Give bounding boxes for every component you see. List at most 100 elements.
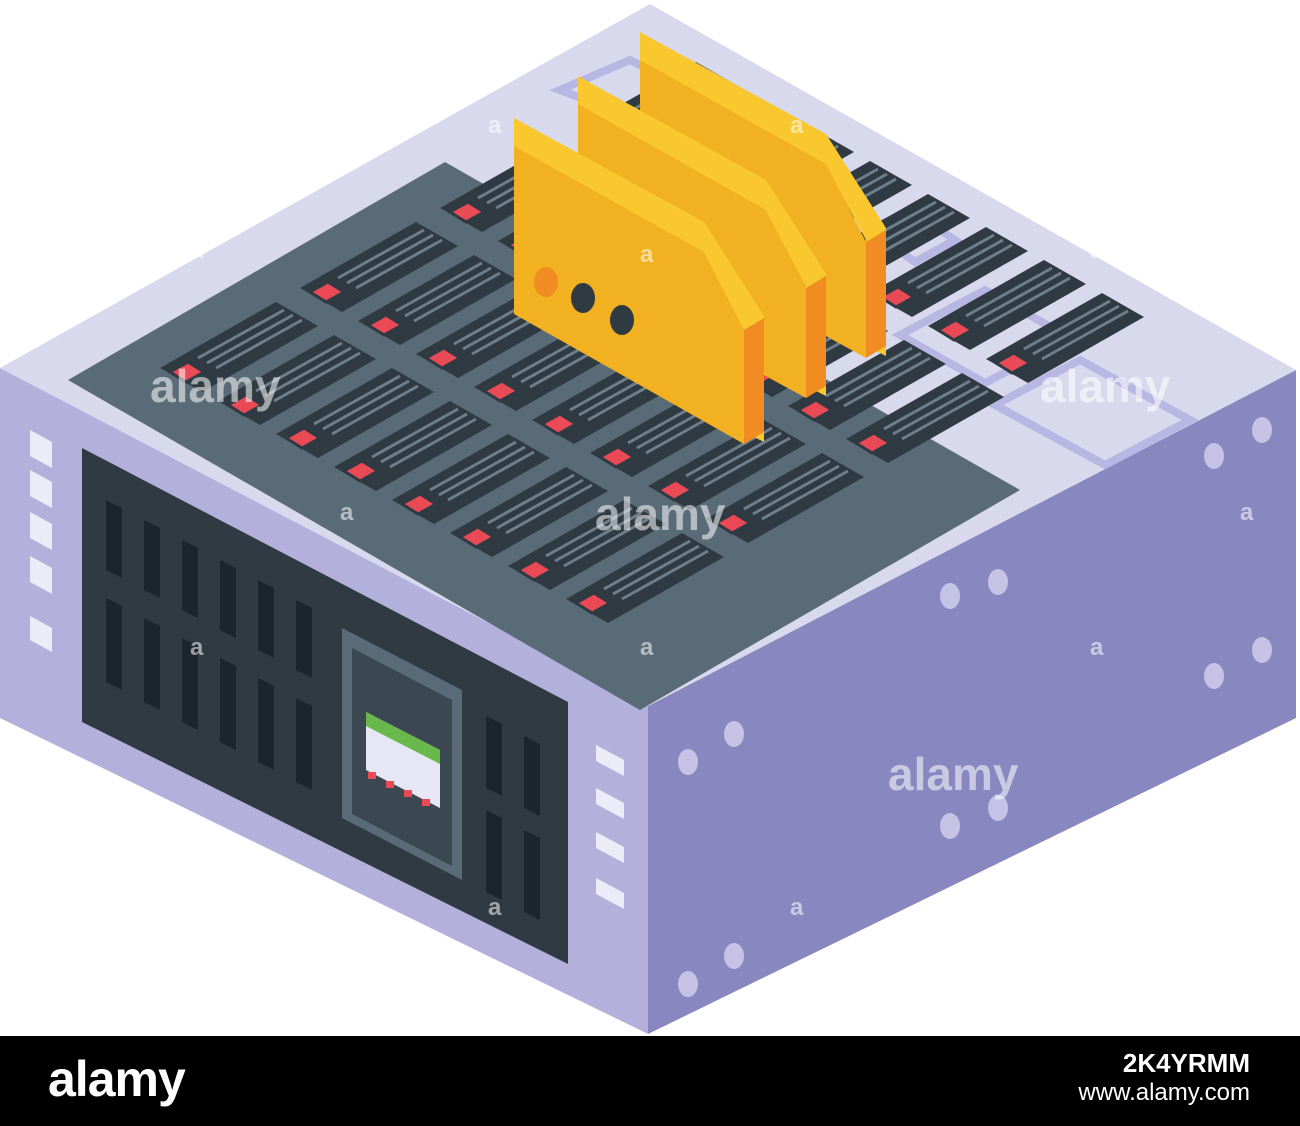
vent-slot [144, 520, 160, 598]
drive-bay [846, 373, 1004, 463]
vent-slot [486, 716, 502, 796]
rivet [1252, 637, 1272, 663]
drive-status-light [283, 426, 323, 450]
drive-status-light [399, 492, 439, 516]
vent-slot [220, 658, 236, 750]
drive-bay [508, 500, 666, 590]
drive-status-light [713, 511, 753, 535]
watermark-letter: a [790, 894, 804, 921]
drive-status-light [423, 346, 463, 370]
watermark-letter: a [488, 112, 502, 139]
front-display-module [342, 628, 462, 880]
drive-status-light [447, 200, 487, 224]
site-url: www.alamy.com [1078, 1079, 1250, 1107]
drive-status-light [307, 280, 347, 304]
drive-status-light [655, 478, 695, 502]
watermark-letter: a [1090, 634, 1104, 661]
drive-status-light [597, 445, 637, 469]
vent-slot [182, 540, 198, 618]
drive-status-light [539, 412, 579, 436]
vent-slot [258, 678, 274, 770]
drive-status-light [853, 431, 893, 455]
card-front [514, 118, 764, 444]
rivet [1204, 443, 1224, 469]
vent-slot [296, 600, 312, 678]
rivet [678, 971, 698, 997]
vent-slot [144, 618, 160, 710]
drive-bay [358, 255, 516, 345]
drive-bay [276, 368, 434, 458]
display-screen [366, 712, 440, 808]
vent-slot [182, 638, 198, 730]
rivet [724, 721, 744, 747]
drive-bay [788, 340, 946, 430]
watermark-letter: a [790, 112, 804, 139]
drive-bay [392, 434, 550, 524]
rivet [1252, 417, 1272, 443]
watermark-letter: a [190, 634, 204, 661]
drive-bay [986, 293, 1144, 383]
watermark-text: alamy [1040, 360, 1171, 412]
drive-status-light [225, 393, 265, 417]
rivets [678, 417, 1272, 997]
vent-slots [106, 500, 540, 920]
drive-bay [928, 260, 1086, 350]
card-port-icon [571, 283, 595, 313]
watermark-letter: a [1090, 237, 1104, 264]
drive-status-light [877, 285, 917, 309]
drive-bay [334, 401, 492, 491]
watermark-text: alamy [150, 360, 281, 412]
card-led-icon [534, 267, 558, 297]
drive-bay [870, 227, 1028, 317]
rivet [940, 583, 960, 609]
image-code: 2K4YRMM [1122, 1048, 1250, 1078]
watermark-letter: a [488, 894, 502, 921]
drive-status-light [935, 318, 975, 342]
drive-status-light [365, 313, 405, 337]
drive-status-light [573, 591, 613, 615]
rivet [1204, 663, 1224, 689]
watermark-text: alamy [888, 748, 1019, 800]
drive-status-light [457, 525, 497, 549]
drive-bay [300, 222, 458, 312]
watermark-letter: a [1240, 499, 1254, 526]
drive-panel [68, 162, 1020, 710]
vent-slot [524, 736, 540, 816]
vent-slot [106, 598, 122, 690]
drive-bay [160, 302, 318, 392]
rivet [678, 749, 698, 775]
vent-slot [258, 580, 274, 658]
rivet [988, 795, 1008, 821]
footer-bar: alamy 2K4YRMM www.alamy.com [0, 1036, 1300, 1126]
drive-bay [218, 335, 376, 425]
front-right-markers [596, 745, 624, 909]
drive-bay [450, 467, 608, 557]
drive-status-light [341, 459, 381, 483]
card-port-icon [610, 305, 634, 335]
watermark-letter: a [340, 499, 354, 526]
drive-status-light [481, 379, 521, 403]
rivet [940, 813, 960, 839]
drive-bay [566, 533, 724, 623]
vent-slot [296, 698, 312, 790]
expansion-cards [514, 32, 886, 444]
watermark-letter: a [640, 241, 654, 268]
display-status-bar [366, 712, 440, 764]
watermark-text: alamy [595, 488, 726, 540]
left-side-markers [30, 430, 52, 652]
drive-status-light [795, 398, 835, 422]
footer-brand-logo: alamy [48, 1051, 186, 1107]
case-right-face [648, 370, 1296, 1034]
watermark-letter: a [190, 237, 204, 264]
drive-status-light [993, 351, 1033, 375]
vent-slot [220, 560, 236, 638]
rivet [988, 569, 1008, 595]
watermarks: alamy alamy alamy alamy a a a a a a a a … [150, 112, 1254, 921]
drive-status-light [167, 360, 207, 384]
server-rack-illustration: alamy alamy alamy alamy a a a a a a a a … [0, 4, 1296, 1034]
vent-slot [106, 500, 122, 578]
drive-bay [648, 420, 806, 510]
drive-bay [706, 453, 864, 543]
watermark-letter: a [640, 634, 654, 661]
drive-status-light [515, 558, 555, 582]
